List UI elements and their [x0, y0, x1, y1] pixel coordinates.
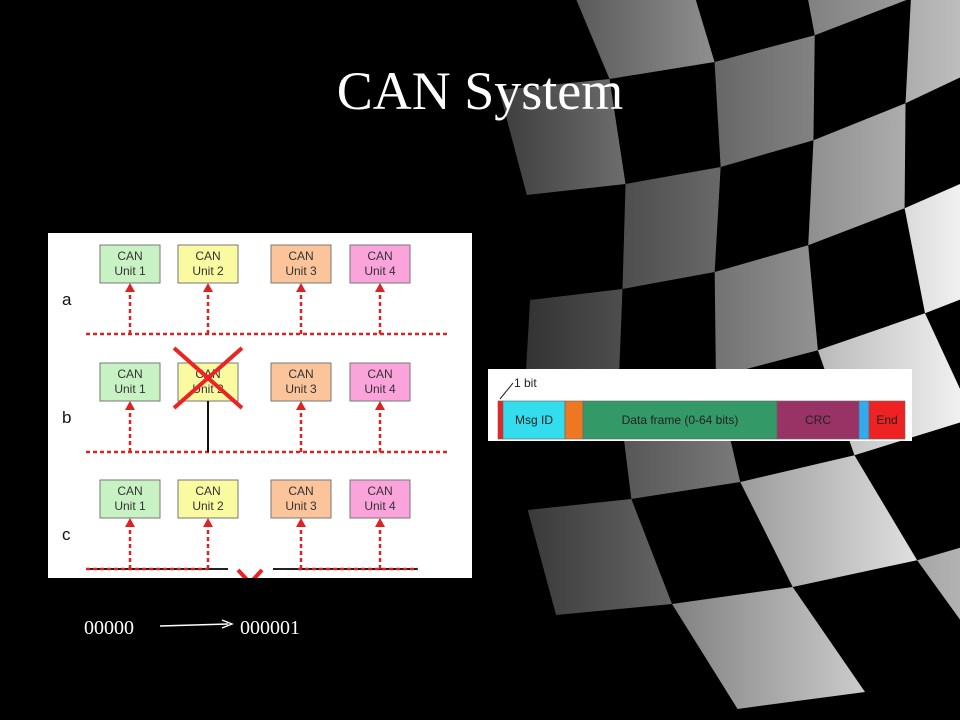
- can-unit-label: CAN: [367, 367, 392, 381]
- arrow-up-icon: [203, 283, 213, 292]
- can-unit-label: CAN: [117, 484, 142, 498]
- can-unit-label: CAN: [288, 367, 313, 381]
- arrow-up-icon: [296, 401, 306, 410]
- can-unit-3-box: [270, 479, 332, 519]
- can-unit-label: CAN: [288, 249, 313, 263]
- arrow-up-icon: [203, 518, 213, 527]
- arrow-right-icon: [159, 619, 234, 629]
- frame-field: [502, 400, 566, 440]
- can-unit-2-box: [177, 244, 239, 284]
- bit-sequence-after: 000001: [240, 617, 300, 639]
- arrow-up-icon: [296, 518, 306, 527]
- frame-field-label: Data frame (0-64 bits): [622, 413, 739, 427]
- arrow-up-icon: [296, 283, 306, 292]
- row-label: a: [62, 290, 72, 309]
- frame-field: [564, 400, 584, 440]
- bus-break-x-icon: [236, 568, 249, 578]
- can-unit-label: CAN: [195, 484, 220, 498]
- can-unit-3-box: [270, 362, 332, 402]
- arrow-up-icon: [125, 283, 135, 292]
- can-unit-label: Unit 3: [285, 499, 317, 513]
- frame-field: [868, 400, 906, 440]
- arrow-up-icon: [375, 283, 385, 292]
- can-unit-label: Unit 1: [114, 499, 146, 513]
- arrow-up-icon: [125, 518, 135, 527]
- frame-field-label: CRC: [805, 413, 831, 427]
- bus-break-x-icon: [251, 568, 264, 578]
- can-unit-label: CAN: [117, 367, 142, 381]
- arrow-up-icon: [375, 518, 385, 527]
- can-frame-diagram: Msg ID Data frame (0-64 bits) CRC End 1 bit: [488, 369, 912, 441]
- can-unit-label: Unit 4: [364, 264, 396, 278]
- can-unit-label: Unit 4: [364, 382, 396, 396]
- frame-field-label: Msg ID: [515, 413, 553, 427]
- can-unit-label: Unit 1: [114, 264, 146, 278]
- can-unit-label: CAN: [117, 249, 142, 263]
- arrow-up-icon: [125, 401, 135, 410]
- can-unit-1-box: [99, 479, 161, 519]
- can-unit-2-box: [177, 479, 239, 519]
- bit-sequence-before: 00000: [84, 617, 134, 639]
- one-bit-label: 1 bit: [514, 376, 537, 390]
- can-unit-label: CAN: [367, 249, 392, 263]
- unit-fail-x-icon: [172, 346, 244, 410]
- row-label: b: [62, 408, 71, 427]
- frame-field-label: End: [876, 413, 897, 427]
- arrow-up-icon: [375, 401, 385, 410]
- can-unit-4-box: [349, 362, 411, 402]
- frame-field: [858, 400, 870, 440]
- can-unit-label: Unit 2: [192, 499, 224, 513]
- can-unit-label: Unit 4: [364, 499, 396, 513]
- can-unit-4-box: [349, 244, 411, 284]
- can-unit-label: Unit 1: [114, 382, 146, 396]
- row-label: c: [62, 525, 71, 544]
- can-unit-label: CAN: [367, 484, 392, 498]
- can-unit-label: CAN: [195, 249, 220, 263]
- can-unit-label: Unit 2: [192, 264, 224, 278]
- can-unit-label: Unit 3: [285, 264, 317, 278]
- can-unit-label: Unit 3: [285, 382, 317, 396]
- can-unit-1-box: [99, 244, 161, 284]
- can-unit-label: CAN: [288, 484, 313, 498]
- can-unit-3-box: [270, 244, 332, 284]
- frame-field: [497, 400, 504, 440]
- slide-title: CAN System: [336, 61, 624, 121]
- frame-field: [776, 400, 860, 440]
